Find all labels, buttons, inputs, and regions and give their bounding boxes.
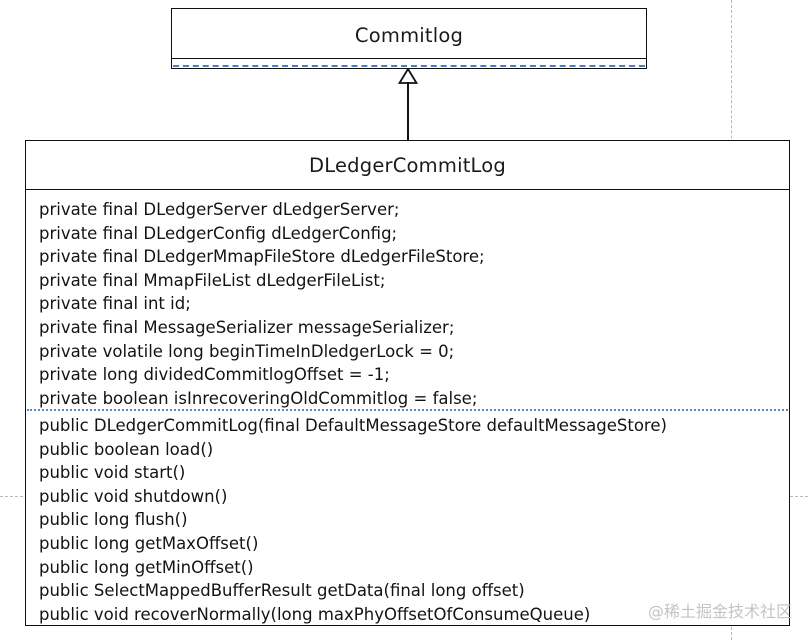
- empty-members-compartment: [173, 61, 645, 70]
- class-title-divider: [26, 189, 789, 190]
- class-attribute: private final DLedgerConfig dLedgerConfi…: [39, 223, 398, 243]
- class-attribute: private final MmapFileList dLedgerFileLi…: [39, 270, 386, 290]
- class-operation: public DLedgerCommitLog(final DefaultMes…: [39, 416, 667, 435]
- class-operation: public void start(): [39, 463, 186, 483]
- operations-compartment: public DLedgerCommitLog(final DefaultMes…: [26, 411, 789, 625]
- compartment-dashed-rule: [173, 64, 645, 67]
- class-operation: public long flush(): [39, 510, 188, 530]
- class-operation: public long getMaxOffset(): [39, 533, 259, 553]
- class-operation: public SelectMappedBufferResult getData(…: [39, 581, 525, 601]
- class-operation: public long getMinOffset(): [39, 557, 254, 577]
- class-box-dledgercommitlog[interactable]: DLedgerCommitLog private final DLedgerSe…: [25, 140, 790, 626]
- generalization-line: [407, 82, 409, 140]
- class-name-commitlog: Commitlog: [354, 24, 464, 47]
- class-attribute: private final MessageSerializer messageS…: [39, 317, 455, 337]
- class-box-commitlog[interactable]: Commitlog: [171, 8, 647, 69]
- class-attribute: private boolean isInrecoveringOldCommitl…: [39, 388, 478, 408]
- class-attribute: private final DLedgerMmapFileStore dLedg…: [39, 247, 485, 267]
- attribute-list: private final DLedgerServer dLedgerServe…: [26, 190, 789, 410]
- watermark-text: @稀土掘金技术社区: [648, 602, 793, 621]
- class-name-dledgercommitlog: DLedgerCommitLog: [309, 154, 506, 177]
- class-attribute: private volatile long beginTimeInDledger…: [39, 341, 455, 361]
- class-operation: public void shutdown(): [39, 486, 228, 506]
- attributes-compartment: private final DLedgerServer dLedgerServe…: [26, 190, 789, 410]
- class-attribute: private final int id;: [39, 294, 191, 314]
- class-attribute: private long dividedCommitlogOffset = -1…: [39, 365, 390, 385]
- class-operation: public boolean load(): [39, 439, 214, 459]
- attributes-operations-separator: [27, 409, 788, 411]
- class-title-divider: [172, 58, 646, 59]
- class-attribute: private final DLedgerServer dLedgerServe…: [39, 200, 400, 219]
- operation-list: public DLedgerCommitLog(final DefaultMes…: [26, 411, 789, 625]
- class-operation: public void recoverNormally(long maxPhyO…: [39, 604, 591, 624]
